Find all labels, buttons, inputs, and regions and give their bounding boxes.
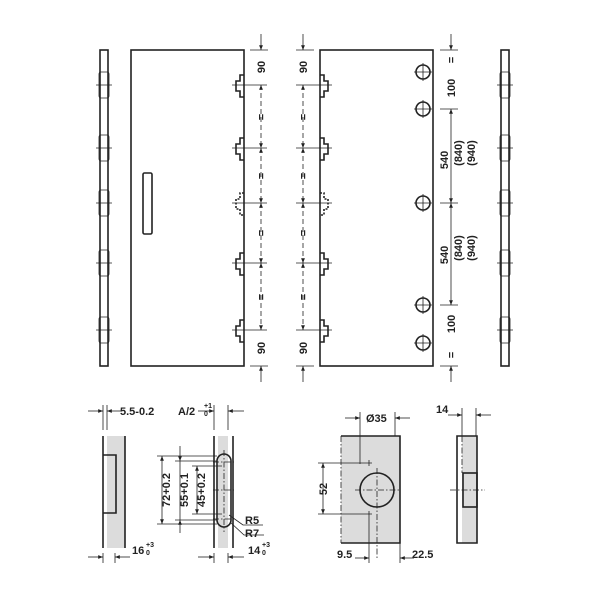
dim-540-b: 540: [439, 246, 451, 264]
dim-72: 72+0.2: [161, 473, 173, 507]
tol-upper: +1: [204, 403, 212, 410]
radius-r7: R7: [245, 528, 259, 540]
right-side-strip: [497, 49, 513, 367]
door-handle: [142, 172, 153, 235]
equal-mark: =: [298, 294, 310, 300]
detail-hinge-cup: Ø35 52 9.5 22.5: [318, 412, 433, 563]
dim-14: 14: [248, 545, 261, 557]
detail-slot: A/2 +1 0 72+0.2 55+0.1 45+0.2 R5 R7 14 +…: [157, 403, 270, 563]
equal-mark: =: [446, 352, 458, 358]
dim-840-b: (840): [453, 235, 465, 261]
dim-940-a: (940): [466, 140, 478, 166]
dim-90-top: 90: [298, 61, 310, 73]
detail-side-view: 14: [436, 404, 491, 544]
radius-r5: R5: [245, 515, 259, 527]
equal-mark: =: [298, 173, 310, 179]
dim-940-b: (940): [466, 235, 478, 261]
dim-90-bottom: 90: [256, 342, 268, 354]
equal-mark: =: [298, 114, 310, 120]
dim-100-top: 100: [446, 79, 458, 97]
hinges: [235, 74, 244, 343]
dim-a-half: A/2: [178, 406, 195, 418]
dim-52: 52: [318, 483, 330, 495]
dim-540-a: 540: [439, 151, 451, 169]
dim-840-a: (840): [453, 140, 465, 166]
left-door-front-view: 90 90 = = = =: [130, 34, 268, 382]
dim-22-5: 22.5: [412, 549, 433, 561]
tol-lower: 0: [146, 550, 150, 557]
dim-55: 55+0.1: [179, 473, 191, 507]
dim-45: 45+0.2: [196, 473, 208, 507]
equal-mark: =: [256, 173, 268, 179]
tol-lower: 0: [204, 411, 208, 418]
equal-mark: =: [256, 230, 268, 236]
equal-mark: =: [446, 57, 458, 63]
dim-100-bottom: 100: [446, 315, 458, 333]
dim-90-bottom: 90: [298, 342, 310, 354]
dim-90-top: 90: [256, 61, 268, 73]
equal-mark: =: [256, 114, 268, 120]
equal-mark: =: [298, 230, 310, 236]
tol-upper: +3: [262, 542, 270, 549]
left-side-strip: [96, 49, 112, 367]
dim-diameter-35: Ø35: [366, 413, 387, 425]
dim-14-side: 14: [436, 404, 449, 416]
right-door-back-view: 90 90 = = = = = 100 540 (840) (940) 540 …: [296, 34, 478, 382]
dim-5-5: 5.5-0.2: [120, 406, 154, 418]
tol-lower: 0: [262, 550, 266, 557]
equal-mark: =: [256, 294, 268, 300]
dim-9-5: 9.5: [337, 549, 352, 561]
detail-profile-section: 5.5-0.2 16 +3 0: [88, 405, 154, 563]
tol-upper: +3: [146, 542, 154, 549]
dim-16: 16: [132, 545, 144, 557]
